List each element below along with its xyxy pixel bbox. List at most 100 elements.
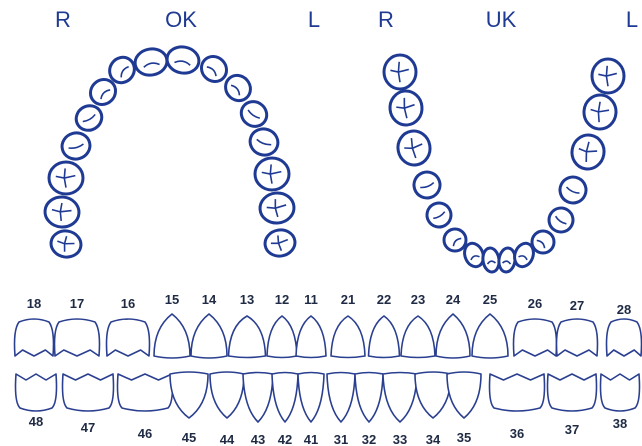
lower-left-side-label: L <box>626 7 638 32</box>
lower-arch-tooth-0 <box>382 53 418 91</box>
upper-arch-tooth-7 <box>133 47 169 77</box>
upper-tooth-number-11: 11 <box>304 292 318 307</box>
upper-tooth-number-12: 12 <box>275 292 289 307</box>
upper-arch-tooth-8 <box>165 45 201 75</box>
upper-tooth-number-21: 21 <box>341 292 355 307</box>
upper-arch-tooth-15 <box>263 228 297 258</box>
lower-tooth-number-46: 46 <box>138 426 152 441</box>
upper-arch-tooth-0 <box>49 229 83 259</box>
lower-arch-tooth-10 <box>530 229 556 255</box>
upper-tooth-26 <box>512 318 558 357</box>
lower-tooth-33 <box>382 371 418 423</box>
upper-arch-tooth-4 <box>74 104 104 132</box>
lower-tooth-number-34: 34 <box>426 432 441 446</box>
lower-arch-tooth-2 <box>396 129 432 167</box>
lower-tooth-35 <box>446 371 482 419</box>
lower-arch-tooth-1 <box>388 89 424 127</box>
lower-arch-tooth-11 <box>547 206 575 234</box>
upper-tooth-numbers: 18 17 16 15 14 13 12 11 21 22 23 24 25 26 27 28 <box>27 292 631 317</box>
upper-arch-tooth-2 <box>47 160 85 196</box>
lower-tooth-48 <box>14 373 58 412</box>
upper-arch-tooth-5 <box>88 77 118 107</box>
lower-tooth-number-45: 45 <box>182 430 196 445</box>
lower-tooth-number-32: 32 <box>362 432 376 446</box>
upper-tooth-number-18: 18 <box>27 296 41 311</box>
upper-arch-tooth-11 <box>239 100 269 128</box>
lower-jaw-title: UK <box>486 7 517 32</box>
upper-tooth-12 <box>266 315 298 359</box>
lower-arch-tooth-3 <box>412 170 442 200</box>
lower-arch-tooth-14 <box>582 93 618 131</box>
upper-tooth-number-13: 13 <box>240 292 254 307</box>
upper-teeth-row <box>13 313 642 359</box>
lower-tooth-number-42: 42 <box>278 432 292 446</box>
upper-tooth-number-22: 22 <box>377 292 391 307</box>
lower-tooth-45 <box>169 371 209 419</box>
lower-tooth-36 <box>488 373 546 412</box>
upper-arch-diagram <box>43 45 297 259</box>
upper-tooth-15 <box>153 313 191 359</box>
upper-tooth-number-23: 23 <box>411 292 425 307</box>
lower-tooth-number-35: 35 <box>457 430 471 445</box>
upper-tooth-17 <box>53 318 101 357</box>
upper-tooth-28 <box>605 318 642 357</box>
lower-tooth-44 <box>209 371 245 419</box>
upper-tooth-16 <box>105 318 151 357</box>
upper-arch-tooth-12 <box>248 127 280 157</box>
lower-arch-tooth-9 <box>513 241 535 269</box>
lower-tooth-37 <box>546 373 598 412</box>
lower-tooth-number-48: 48 <box>29 414 43 429</box>
lower-tooth-number-44: 44 <box>220 432 235 446</box>
lower-tooth-number-41: 41 <box>304 432 318 446</box>
lower-tooth-32 <box>354 371 384 423</box>
upper-tooth-number-17: 17 <box>70 296 84 311</box>
upper-tooth-number-28: 28 <box>617 302 631 317</box>
lower-tooth-46 <box>116 373 174 412</box>
upper-arch-tooth-1 <box>43 195 81 229</box>
lower-arch-tooth-12 <box>558 175 588 205</box>
lower-tooth-43 <box>242 371 274 423</box>
lower-tooth-47 <box>61 373 115 412</box>
upper-tooth-25 <box>471 313 509 359</box>
lower-arch-tooth-15 <box>590 57 626 95</box>
lower-tooth-number-33: 33 <box>393 432 407 446</box>
upper-tooth-number-15: 15 <box>165 292 179 307</box>
upper-tooth-number-24: 24 <box>446 292 461 307</box>
upper-tooth-21 <box>330 315 366 359</box>
upper-tooth-number-25: 25 <box>483 292 497 307</box>
upper-arch-tooth-6 <box>108 55 136 85</box>
lower-arch-tooth-4 <box>425 201 453 229</box>
lower-tooth-38 <box>599 373 641 412</box>
lower-tooth-number-47: 47 <box>81 420 95 435</box>
lower-tooth-number-36: 36 <box>510 426 524 441</box>
lower-teeth-row <box>14 371 641 423</box>
upper-left-side-label: L <box>308 7 320 32</box>
upper-tooth-11 <box>295 315 327 359</box>
upper-tooth-14 <box>190 313 228 359</box>
upper-arch-tooth-3 <box>60 131 92 161</box>
lower-right-side-label: R <box>378 7 394 32</box>
lower-tooth-42 <box>271 371 299 423</box>
upper-tooth-22 <box>367 315 401 359</box>
lower-arch-tooth-5 <box>442 227 468 253</box>
lower-tooth-41 <box>297 371 325 423</box>
lower-tooth-31 <box>326 371 356 423</box>
lower-tooth-34 <box>414 371 452 419</box>
upper-tooth-number-26: 26 <box>528 296 542 311</box>
upper-tooth-number-16: 16 <box>121 296 135 311</box>
upper-tooth-18 <box>13 318 55 357</box>
upper-arch-tooth-9 <box>199 54 229 84</box>
lower-tooth-number-43: 43 <box>251 432 265 446</box>
upper-tooth-number-14: 14 <box>202 292 217 307</box>
lower-arch-tooth-13 <box>570 133 606 171</box>
lower-tooth-number-31: 31 <box>334 432 348 446</box>
upper-tooth-number-27: 27 <box>570 298 584 313</box>
upper-arch-tooth-10 <box>224 73 252 103</box>
lower-tooth-number-38: 38 <box>613 416 627 431</box>
upper-tooth-23 <box>400 315 436 359</box>
upper-jaw-title: OK <box>165 7 197 32</box>
upper-tooth-27 <box>555 318 599 357</box>
upper-tooth-24 <box>435 313 471 359</box>
